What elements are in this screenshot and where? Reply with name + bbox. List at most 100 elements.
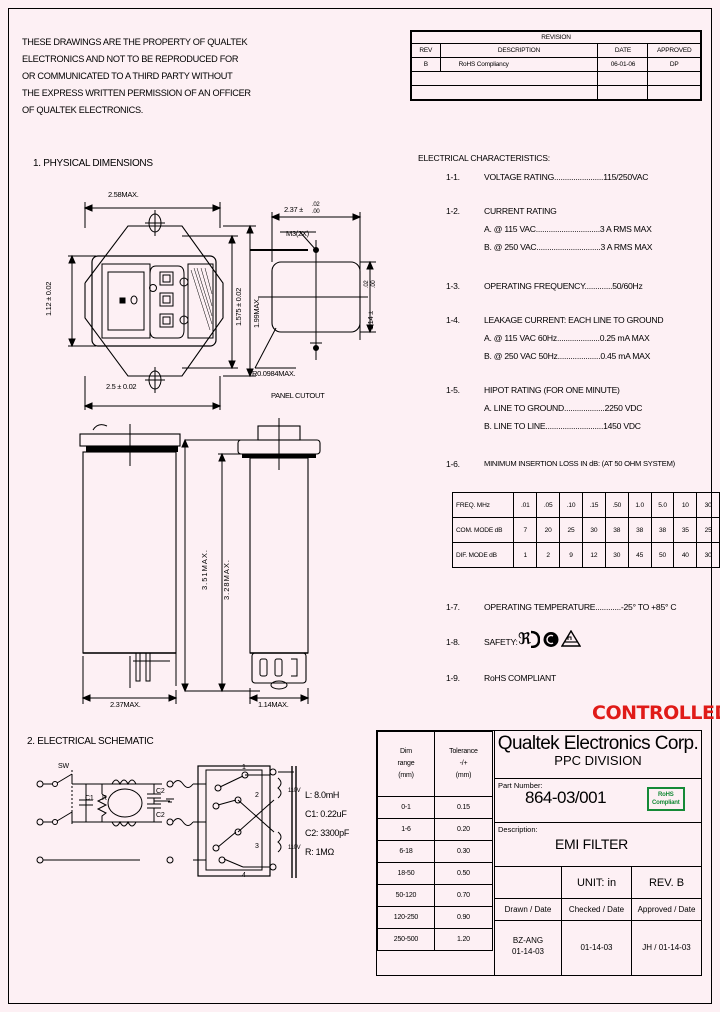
spec-number-1-9: 1-9.	[446, 673, 460, 683]
dif-value: 30	[696, 542, 720, 568]
dif-value: 2	[536, 542, 561, 568]
tolerance-range: 0-1	[377, 796, 435, 819]
spec-number-1-1: 1-1.	[446, 172, 460, 182]
spec-text-1-3: OPERATING FREQUENCY.............50/60Hz	[484, 281, 643, 291]
schematic-terminal-4: 4	[242, 872, 246, 879]
side-views-drawing	[79, 418, 321, 704]
notice-line: THE EXPRESS WRITTEN PERMISSION OF AN OFF…	[22, 88, 251, 98]
dim-side-overall-length: 3.51MAX.	[200, 549, 209, 590]
revision-cell-date	[597, 85, 649, 100]
tolerance-value: 1.20	[433, 928, 494, 951]
panel-cutout-caption: PANEL CUTOUT	[271, 391, 325, 400]
revision-header-description: DESCRIPTION	[439, 43, 599, 58]
part-number-field: Part Number: 864-03/001 RoHS Compliant	[494, 779, 701, 823]
spec-sub-1-2-a: A. @ 115 VAC............................…	[484, 224, 652, 234]
schematic-component-values: L: 8.0mH C1: 0.22uF C2: 3300pF R: 1MΩ	[305, 786, 349, 862]
spec-text-1-7: OPERATING TEMPERATURE............-25° TO…	[484, 602, 677, 612]
tol-hd-line: Tolerance	[449, 748, 478, 755]
dim-cutout-width: 2.37 ±	[284, 205, 303, 214]
component-value: L: 8.0mH	[305, 790, 340, 800]
spec-text-1-6: MINIMUM INSERTION LOSS IN dB: (AT 50 OHM…	[484, 459, 675, 468]
revision-header-rev: REV	[411, 43, 441, 58]
schematic-winding-label-bottom: 110V	[288, 845, 301, 851]
dim-side-width-right: 1.14MAX.	[258, 700, 289, 709]
revision-row: B RoHS Compliancy 06-01-06 DP	[411, 57, 701, 72]
com-value: 7	[513, 517, 538, 543]
row-label-frequency: FREQ. MHz	[451, 492, 515, 518]
dim-cutout-width-tol-lower: .00	[312, 209, 320, 215]
approved-date-value: JH / 01-14-03	[631, 921, 701, 975]
rohs-compliant-badge: RoHS Compliant	[647, 787, 685, 811]
tolerance-row: 1-6 0.20	[377, 818, 494, 841]
tolerance-value: 0.20	[433, 818, 494, 841]
spec-number-1-2: 1-2.	[446, 206, 460, 216]
revision-cell-description	[410, 71, 599, 86]
tolerance-range: 250-500	[377, 928, 435, 951]
tolerance-header-dim: Dim range (mm)	[377, 731, 435, 797]
checked-date-label: Checked / Date	[561, 899, 631, 921]
company-header: Qualtek Electronics Corp. PPC DIVISION	[494, 731, 701, 779]
ul-recognized-icon: ℜ	[518, 630, 540, 648]
division-name: PPC DIVISION	[554, 753, 642, 768]
insertion-loss-table: FREQ. MHz .01 .05 .10 .15 .50 1.0 5.0 10…	[451, 492, 720, 568]
dim-front-width-tol: 2.5 ± 0.02	[106, 382, 137, 391]
description-field: Description: EMI FILTER	[494, 823, 701, 867]
schematic-switch-label: SW	[58, 763, 69, 770]
dif-value: 40	[673, 542, 698, 568]
table-row-frequency: FREQ. MHz .01 .05 .10 .15 .50 1.0 5.0 10…	[451, 492, 720, 518]
revision-cell-date	[597, 71, 649, 86]
tol-hd-line: range	[397, 760, 415, 767]
drawn-by: BZ-ANG	[512, 936, 544, 945]
description-label: Description:	[498, 825, 538, 834]
table-row-differential-mode: DIF. MODE dB 1 2 9 12 30 45 50 40 30	[451, 542, 720, 568]
dif-value: 12	[581, 542, 606, 568]
revision-cell-description: RoHS Compliancy	[439, 57, 599, 72]
electrical-schematic-drawing	[36, 765, 297, 878]
com-value: 30	[581, 517, 606, 543]
tolerance-range: 6-18	[377, 840, 435, 863]
tolerance-row: 6-18 0.30	[377, 840, 494, 863]
dim-front-height-mid: 1.575 ± 0.02	[234, 287, 243, 326]
revision-title: REVISION	[411, 31, 701, 44]
spec-sub-1-4-b: B. @ 250 VAC 50Hz....................0.4…	[484, 351, 651, 361]
drawn-date-value: BZ-ANG 01-14-03	[494, 921, 561, 975]
component-value: R: 1MΩ	[305, 847, 334, 857]
dim-cutout-height-tol-upper: .02	[364, 280, 370, 288]
schematic-terminal-3: 3	[255, 843, 259, 850]
revision-row	[410, 85, 701, 100]
dim-cutout-width-tol-upper: .02	[312, 202, 320, 208]
tolerance-range: 120-250	[377, 906, 435, 929]
freq-value: 5.0	[650, 492, 675, 518]
tolerance-range: 1-6	[377, 818, 435, 841]
freq-value: .15	[581, 492, 606, 518]
schematic-terminal-1: 1	[242, 764, 246, 771]
tolerance-row: 0-1 0.15	[377, 796, 494, 819]
spec-text-1-5: HIPOT RATING (FOR ONE MINUTE)	[484, 385, 620, 395]
spec-number-1-4: 1-4.	[446, 315, 460, 325]
approved-date-label: Approved / Date	[631, 899, 701, 921]
dif-value: 9	[559, 542, 583, 568]
com-value: 25	[696, 517, 720, 543]
revision-header-date: DATE	[597, 43, 649, 58]
component-value: C2: 3300pF	[305, 828, 350, 838]
revision-cell-date: 06-01-06	[597, 57, 649, 72]
electrical-characteristics-title: ELECTRICAL CHARACTERISTICS:	[418, 153, 550, 163]
revision-table: REVISION REV DESCRIPTION DATE APPROVED B…	[410, 30, 702, 101]
row-label-common-mode: COM. MODE dB	[451, 517, 515, 543]
controlled-stamp: CONTROLLED	[592, 702, 720, 724]
schematic-terminal-2: 2	[255, 792, 259, 799]
spec-text-1-4: LEAKAGE CURRENT: EACH LINE TO GROUND	[484, 315, 664, 325]
component-value: C1: 0.22uF	[305, 809, 347, 819]
spec-number-1-5: 1-5.	[446, 385, 460, 395]
blank-cell	[494, 867, 561, 899]
dim-side-body-length: 3.28MAX.	[222, 559, 231, 600]
spec-number-1-6: 1-6.	[446, 459, 460, 469]
com-value: 20	[536, 517, 561, 543]
tolerance-range: 18-50	[377, 862, 435, 885]
spec-sub-1-5-a: A. LINE TO GROUND...................2250…	[484, 403, 643, 413]
dif-value: 1	[513, 542, 538, 568]
dim-cutout-radius: R0.0984MAX.	[252, 369, 296, 378]
section-physical-dimensions-title: 1. PHYSICAL DIMENSIONS	[33, 158, 153, 169]
dim-front-height-left: 1.12 ± 0.02	[44, 281, 53, 316]
